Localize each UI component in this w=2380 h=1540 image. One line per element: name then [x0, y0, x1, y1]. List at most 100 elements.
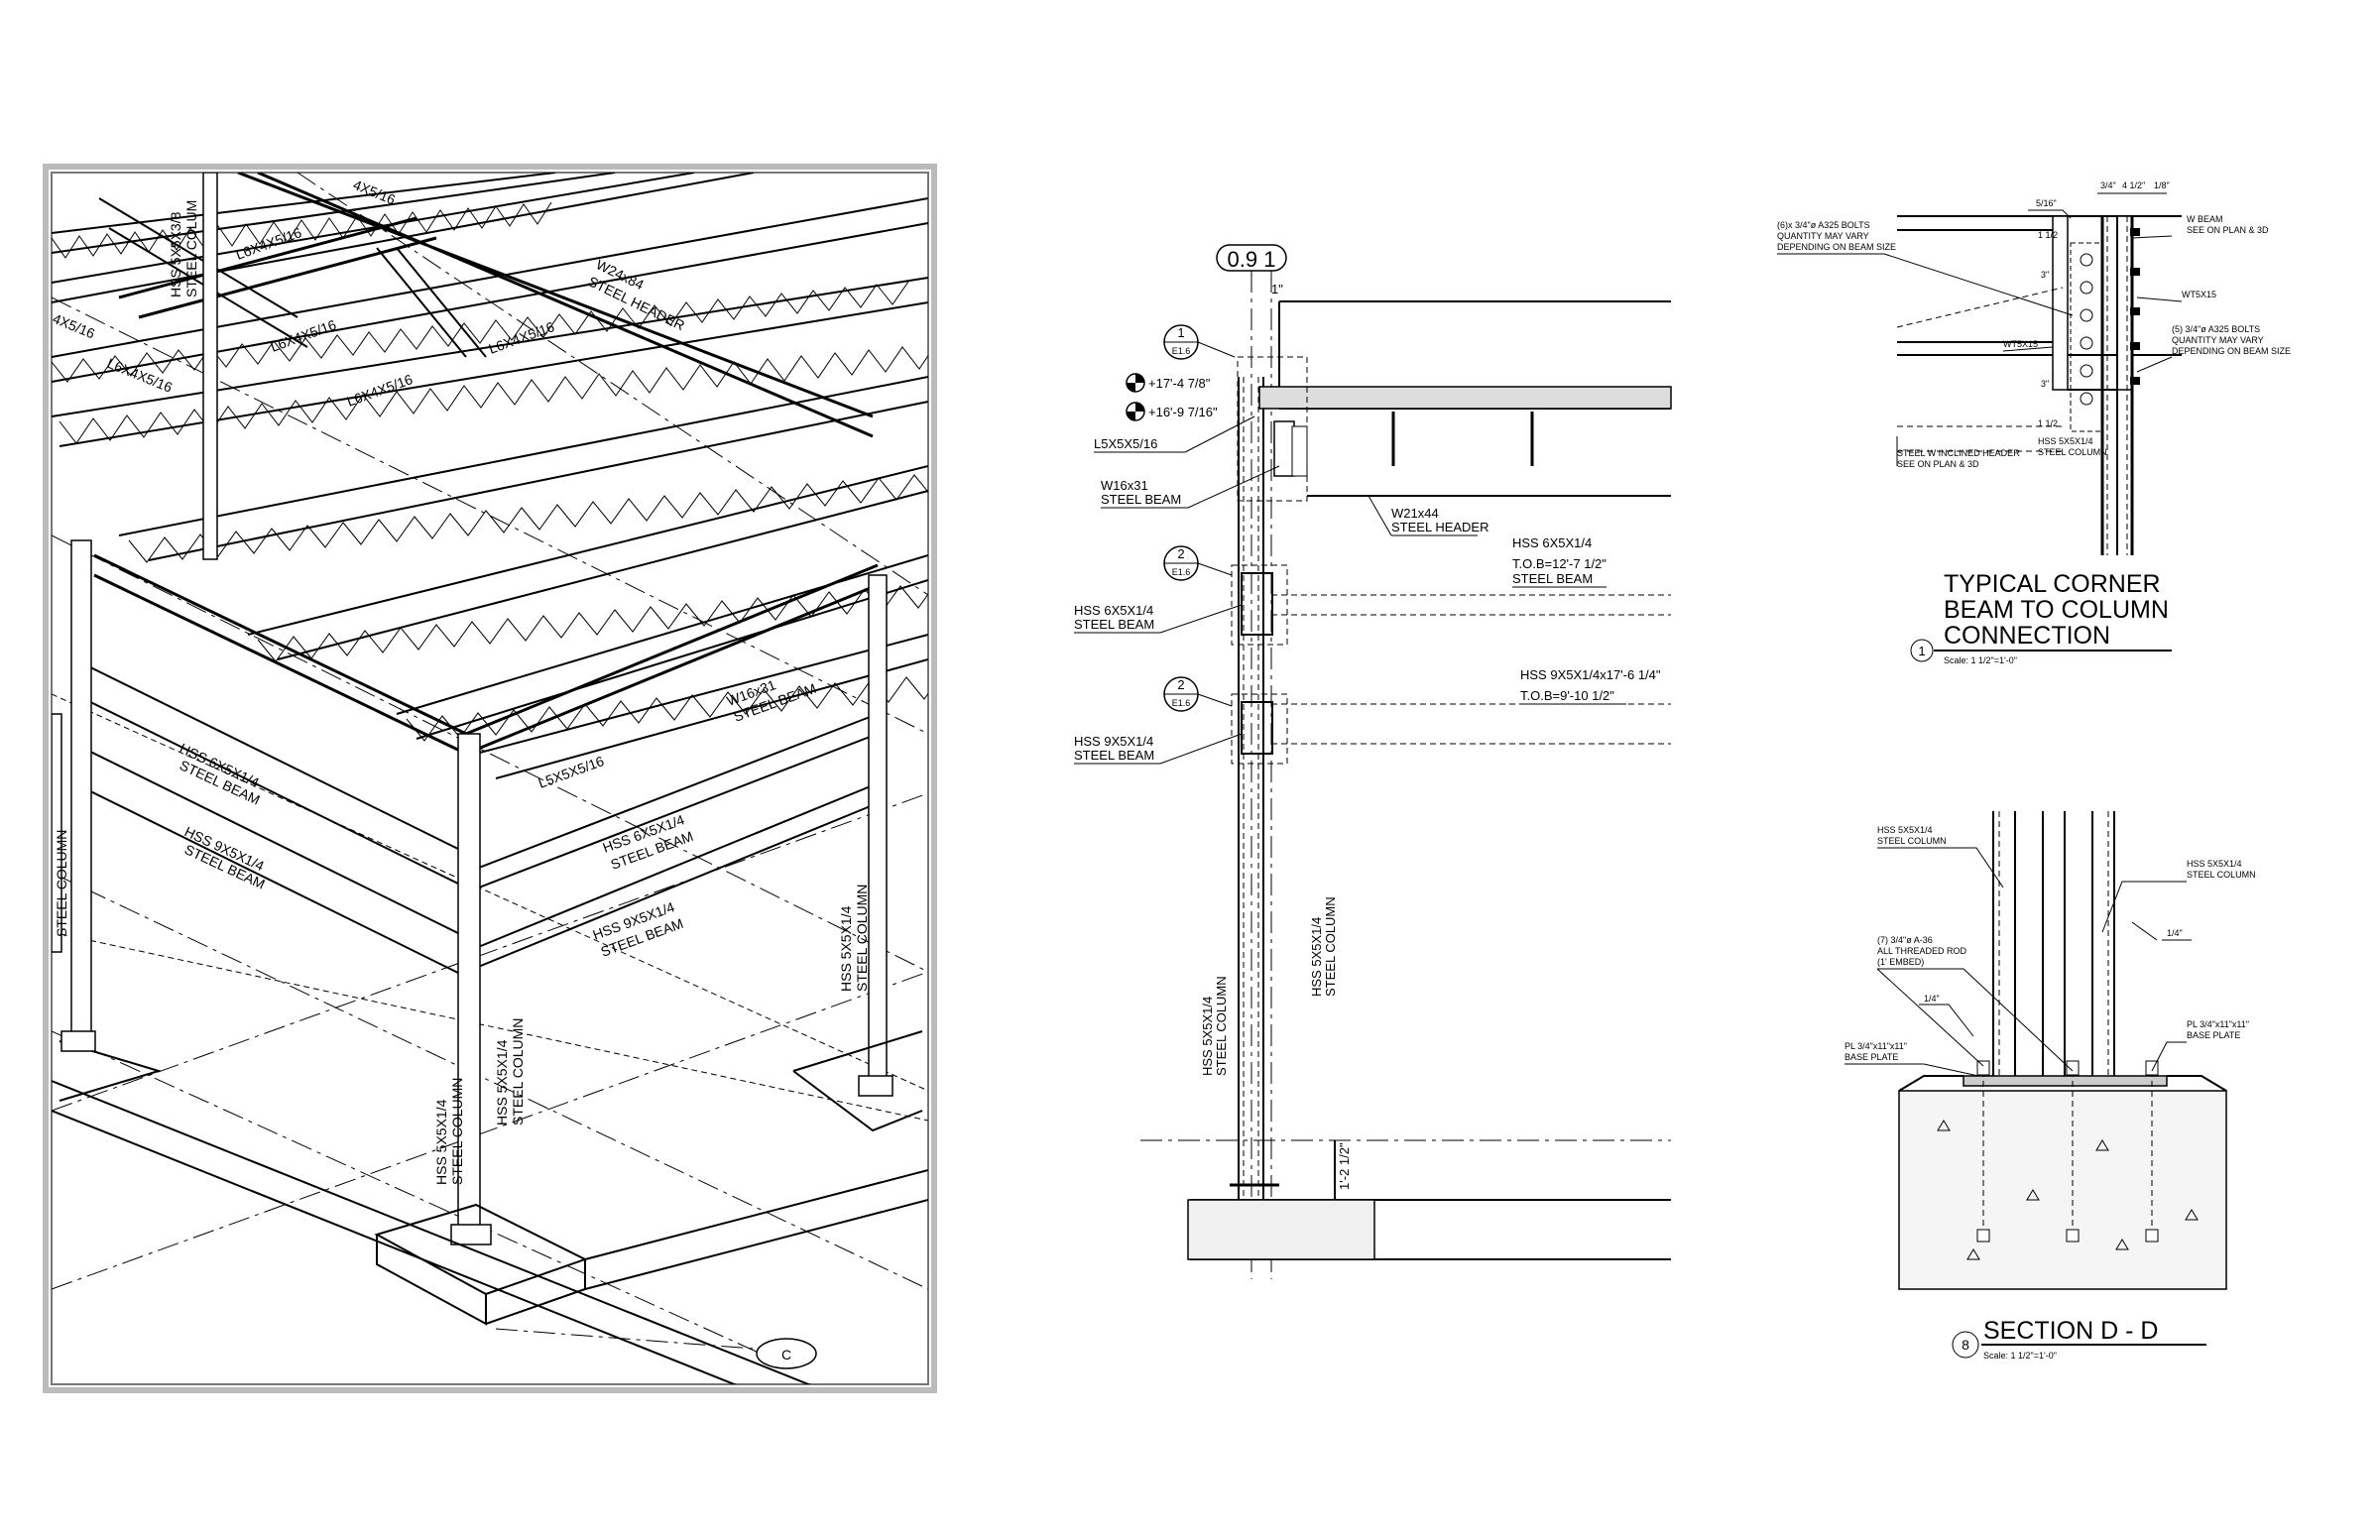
corner-number-circle — [1910, 639, 1934, 662]
corner-weld: 5/16" — [2036, 198, 2057, 208]
section-number-circle — [1952, 1331, 1979, 1359]
corner-wbeam-2: SEE ON PLAN & 3D — [2187, 225, 2269, 235]
section-hss-right-2: STEEL COLUMN — [2187, 870, 2256, 880]
tag-2a-sheet: E1.6 — [1172, 567, 1191, 577]
corner-wbeam-1: W BEAM — [2187, 214, 2223, 224]
elev-label-hss6-left-2: STEEL BEAM — [1074, 617, 1154, 632]
elevation-footing — [1187, 1199, 1375, 1260]
roof-joists — [52, 173, 928, 779]
grid-bubble-label: 0.9 1 — [1228, 247, 1276, 272]
corner-scale: Scale: 1 1/2"=1'-0" — [1944, 655, 2017, 665]
section-hss-left-1: HSS 5X5X1/4 — [1877, 825, 1933, 835]
elevation-view: 0.9 1 1" 1'-2 1/2" 1 E1.6 — [1074, 244, 1672, 1279]
tag-1-num: 1 — [1177, 325, 1184, 340]
elev-col-left-2: STEEL COLUMN — [1214, 976, 1229, 1076]
label-col-top-2: STEEL COLUM — [183, 200, 199, 297]
section-pl-right-1: PL 3/4"x11"x11" — [2187, 1019, 2249, 1029]
grid-bubble-c — [756, 1338, 817, 1369]
corner-incl-2: SEE ON PLAN & 3D — [1897, 459, 1979, 469]
corner-dim-a: 3/4" — [2100, 180, 2116, 190]
w21-header-beam — [1258, 386, 1672, 410]
tag-2b-sheet: E1.6 — [1172, 698, 1191, 708]
corner-wt-left: WT5X15 — [2003, 339, 2038, 349]
detail-callout-1 — [1237, 356, 1308, 502]
elev-label-tob1-beam: STEEL BEAM — [1512, 571, 1593, 586]
label-col-left: STEEL COLUMN — [54, 830, 69, 937]
elev-label-w16-2: STEEL BEAM — [1101, 492, 1181, 507]
section-column-left — [1992, 811, 2066, 1076]
elev-label-hss9-left-1: HSS 9X5X1/4 — [1074, 734, 1153, 749]
elev-label-w16-1: W16x31 — [1101, 478, 1148, 493]
tag-2a-num: 2 — [1177, 546, 1184, 561]
corner-bolts6-1: (6)x 3/4"ø A325 BOLTS — [1777, 220, 1870, 230]
label-col-c-2: STEEL COLUMN — [854, 885, 870, 992]
iso-frame-shadow — [43, 164, 937, 1393]
elev-label-hss6-top: HSS 6X5X1/4 — [1512, 535, 1592, 550]
elev-tob-1: T.O.B=12'-7 1/2" — [1512, 556, 1606, 571]
concrete-pier — [1898, 1090, 2227, 1290]
elev-col-right-2: STEEL COLUMN — [1323, 896, 1338, 997]
corner-sp-1: 3" — [2041, 270, 2049, 280]
elevation-column — [1238, 377, 1264, 1254]
section-number: 8 — [1962, 1337, 1969, 1353]
section-scale: Scale: 1 1/2"=1'-0" — [1983, 1351, 2057, 1361]
corner-title-2: BEAM TO COLUMN — [1944, 596, 2169, 624]
corner-sp-bot: 1 1/2 — [2038, 418, 2058, 428]
grid-label-c: C — [781, 1347, 791, 1362]
detail-callout-2b — [1231, 693, 1288, 765]
corner-connection-detail: 5/16" 3/4" 4 1/2" 1/8" (6)x 3/4"ø A325 B… — [1777, 180, 2291, 665]
section-pl-right-2: BASE PLATE — [2187, 1030, 2240, 1040]
label-col-b-2: STEEL COLUMN — [510, 1018, 526, 1125]
corner-bolts6-2: QUANTITY MAY VARY — [1777, 231, 1869, 241]
column-right — [868, 574, 888, 1092]
corner-dim-b: 4 1/2" — [2122, 180, 2145, 190]
elev-low: +16'-9 7/16" — [1148, 405, 1218, 419]
column-back — [202, 173, 218, 560]
isometric-view: C L6X4X5/16 L6X4X5/16 L6X4X5/16 L6X4X5/1… — [43, 164, 937, 1393]
section-pl-left-1: PL 3/4"x11"x11" — [1844, 1041, 1907, 1051]
embed-dim: 1'-2 1/2" — [1337, 1142, 1352, 1190]
section-column-right — [2091, 811, 2115, 1076]
section-weld-left: 1/4" — [1924, 994, 1940, 1004]
corner-title-3: CONNECTION — [1944, 622, 2110, 650]
steel-header — [237, 173, 874, 438]
elev-label-w21-2: STEEL HEADER — [1391, 520, 1489, 534]
corner-hss-2: STEEL COLUMN — [2038, 447, 2107, 457]
corner-sp-top: 1 1/2 — [2038, 230, 2058, 240]
section-title: SECTION D - D — [1983, 1317, 2158, 1345]
elev-label-hss9-left-2: STEEL BEAM — [1074, 748, 1154, 763]
corner-title-1: TYPICAL CORNER — [1944, 570, 2161, 598]
corner-bolts5-3: DEPENDING ON BEAM SIZE — [2172, 346, 2291, 356]
corner-bolts5-1: (5) 3/4"ø A325 BOLTS — [2172, 324, 2260, 334]
section-hss-left-2: STEEL COLUMN — [1877, 836, 1947, 846]
column-left — [70, 539, 92, 1047]
offset-dim: 1" — [1271, 282, 1283, 296]
elev-label-hss6-left-1: HSS 6X5X1/4 — [1074, 603, 1153, 618]
elev-label-l5: L5X5X5/16 — [1094, 436, 1157, 451]
corner-bolts5-2: QUANTITY MAY VARY — [2172, 335, 2264, 345]
section-hss-right-1: HSS 5X5X1/4 — [2187, 859, 2242, 869]
tag-2b-num: 2 — [1177, 677, 1184, 692]
section-rod-1: (7) 3/4"ø A-36 — [1877, 935, 1933, 945]
label-col-a-1: HSS 5X5X1/4 — [433, 1099, 449, 1185]
elev-tob-2: T.O.B=9'-10 1/2" — [1520, 688, 1614, 703]
section-rod-2: ALL THREADED ROD — [1877, 946, 1967, 956]
corner-wt-right: WT5X15 — [2182, 290, 2216, 299]
label-col-b-1: HSS 5X5X1/4 — [494, 1039, 510, 1125]
corner-hss-1: HSS 5X5X1/4 — [2038, 436, 2093, 446]
corner-bolts6-3: DEPENDING ON BEAM SIZE — [1777, 242, 1896, 252]
elev-col-right-1: HSS 5X5X1/4 — [1309, 917, 1324, 997]
iso-frame — [51, 172, 929, 1385]
elev-high: +17'-4 7/8" — [1148, 376, 1211, 391]
tag-1-sheet: E1.6 — [1172, 346, 1191, 356]
label-col-top-1: HSS 5X5X3/8 — [168, 211, 183, 297]
section-rod-3: (1' EMBED) — [1877, 957, 1924, 967]
front-top-beam — [93, 553, 467, 756]
anchor-rods — [1976, 1060, 2159, 1243]
label-col-a-2: STEEL COLUMN — [449, 1078, 465, 1185]
elev-col-left-1: HSS 5X5X1/4 — [1200, 997, 1215, 1076]
elev-label-w21-1: W21x44 — [1391, 506, 1439, 521]
corner-number: 1 — [1918, 644, 1925, 658]
hss-9x5-beam — [73, 743, 467, 978]
